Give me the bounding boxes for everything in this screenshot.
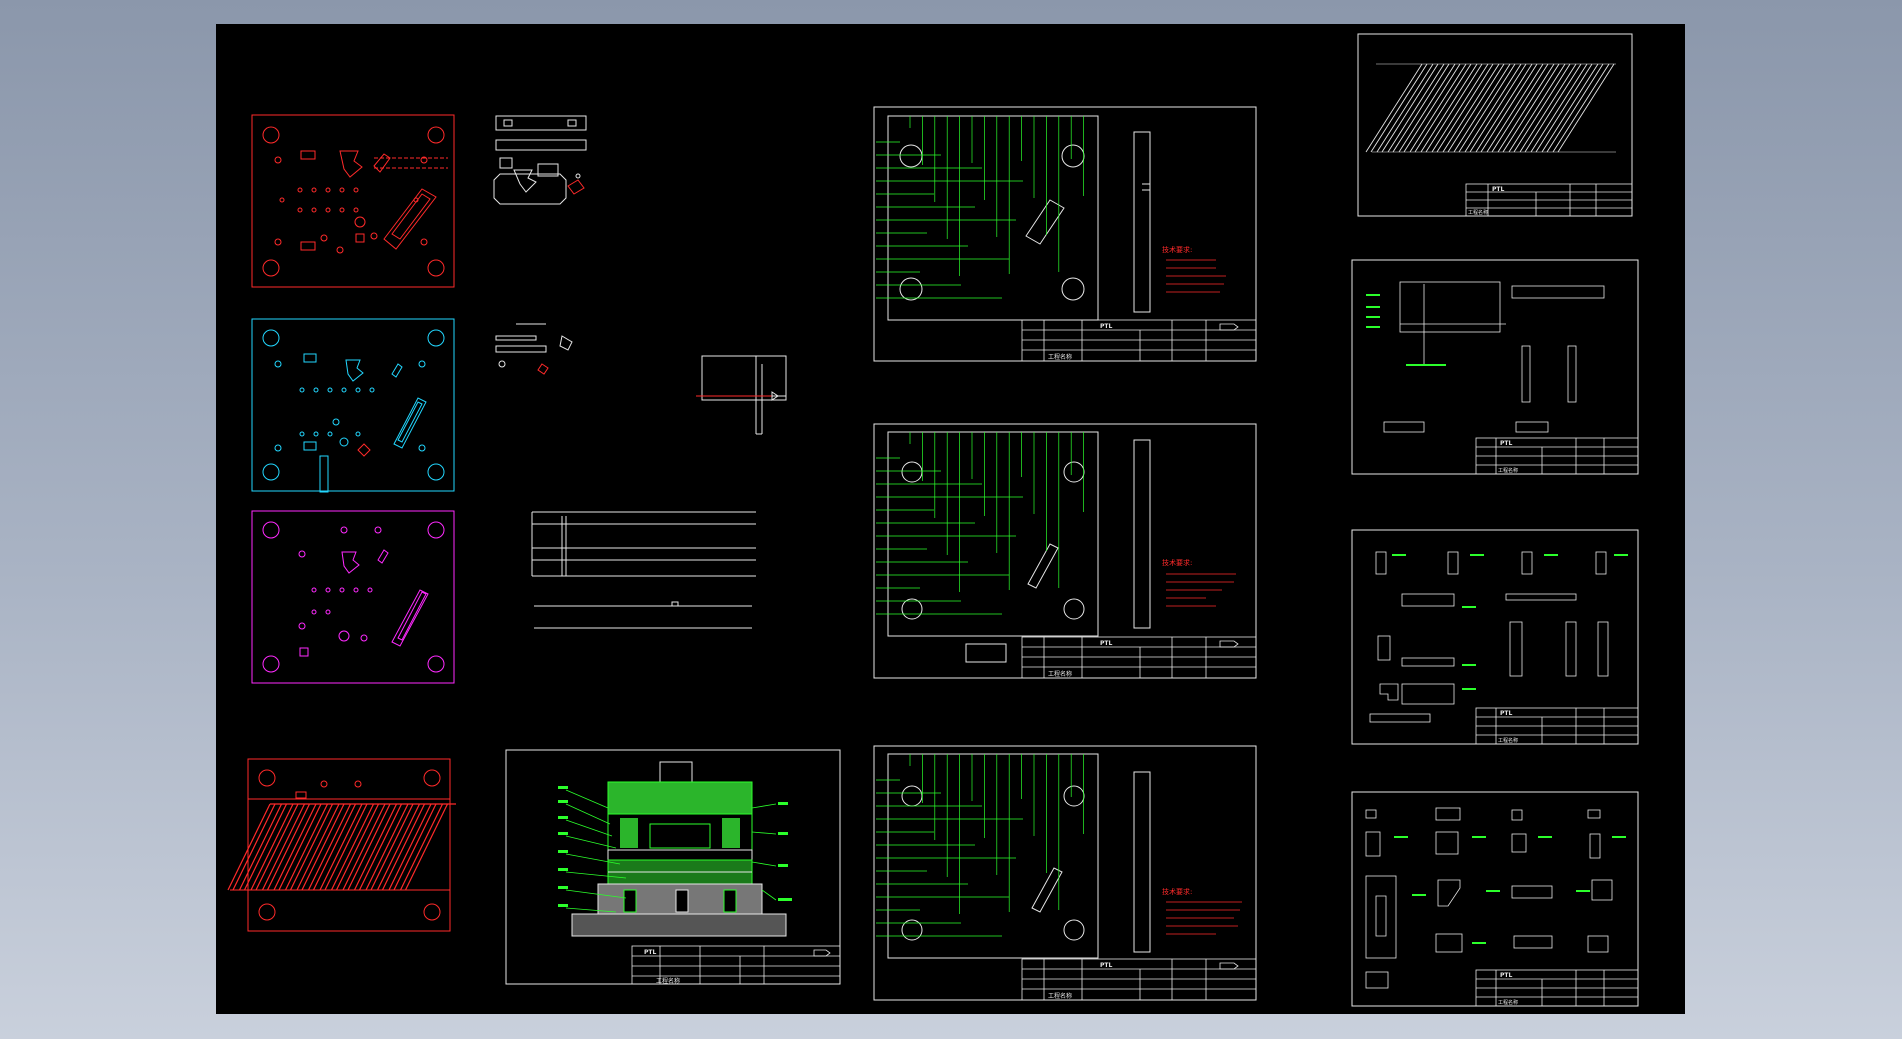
strip-layout-title-block (1465, 183, 1633, 217)
parts-sheet-b[interactable]: PTL 工程名称 (1351, 529, 1639, 745)
parts-b-company-logo: PTL (1500, 710, 1512, 717)
parts-a-company-logo: PTL (1500, 440, 1512, 447)
parts-c-company-logo: PTL (1500, 972, 1512, 979)
parts-a-title-label: 工程名称 (1498, 467, 1518, 474)
drawing-1-title-block (1021, 319, 1257, 362)
magenta-die-plate[interactable] (251, 510, 455, 684)
plate-drawing-3[interactable]: 技术要求: PTL 工程名称 (873, 745, 1257, 1001)
red-top-plate[interactable] (251, 114, 455, 288)
parts-c-title-label: 工程名称 (1498, 999, 1518, 1006)
cyan-stripper-plate[interactable] (251, 318, 455, 493)
small-parts-sketch[interactable] (493, 115, 587, 375)
parts-sheet-a[interactable]: PTL 工程名称 (1351, 259, 1639, 475)
strip-layout-title-label: 工程名称 (1468, 209, 1488, 216)
parts-b-title-label: 工程名称 (1498, 737, 1518, 744)
drawing-2-notes-title: 技术要求: (1162, 558, 1192, 567)
drawing-3-company-logo: PTL (1100, 962, 1112, 969)
cad-drawing-viewport[interactable]: PTL 工程名称 技术要求: (216, 24, 1685, 1014)
punch-side-sketch[interactable] (696, 355, 787, 435)
drawing-1-title-label: 工程名称 (1048, 353, 1072, 361)
drawing-3-notes-title: 技术要求: (1162, 887, 1192, 896)
assembly-company-logo: PTL (644, 949, 656, 956)
drawing-3-title-label: 工程名称 (1048, 992, 1072, 1000)
parts-c-title-block (1475, 969, 1639, 1007)
drawing-1-company-logo: PTL (1100, 323, 1112, 330)
drawing-2-title-label: 工程名称 (1048, 670, 1072, 678)
drawing-2-company-logo: PTL (1100, 640, 1112, 647)
assembly-title-block (631, 945, 841, 985)
parts-b-title-block (1475, 707, 1639, 745)
red-strip-overlay-plate[interactable] (227, 758, 456, 932)
parts-a-title-block (1475, 437, 1639, 475)
drawing-1-notes-title: 技术要求: (1162, 245, 1192, 254)
plate-drawing-1[interactable]: 技术要求: PTL 工程名称 (873, 106, 1257, 362)
drawing-2-title-block (1021, 636, 1257, 679)
strip-layout-company-logo: PTL (1492, 186, 1504, 193)
plate-drawing-2[interactable]: 技术要求: PTL 工程名称 (873, 423, 1257, 679)
assembly-section-view (571, 761, 787, 937)
strip-layout-sheet[interactable]: PTL 工程名称 (1357, 33, 1633, 217)
parts-sheet-c[interactable]: PTL 工程名称 (1351, 791, 1639, 1007)
strip-elevation-view[interactable] (531, 511, 756, 629)
assembly-title-label: 工程名称 (656, 977, 680, 985)
drawing-3-title-block (1021, 958, 1257, 1001)
cad-canvas[interactable]: PTL 工程名称 技术要求: (216, 24, 1685, 1014)
assembly-drawing-sheet[interactable]: PTL 工程名称 (505, 749, 841, 985)
